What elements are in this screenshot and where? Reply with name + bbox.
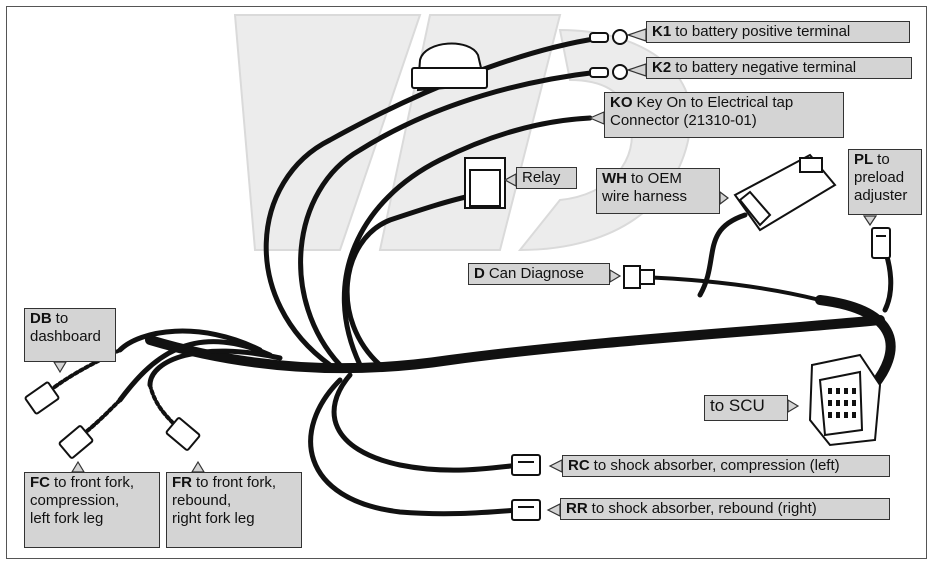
text-rc: to shock absorber, compression (left)	[593, 457, 840, 474]
text2-db: dashboard	[30, 328, 101, 345]
code-fr: FR	[172, 474, 192, 491]
wh-connector-icon	[733, 153, 837, 232]
pl-connector-icon	[871, 227, 891, 259]
scu-connector-icon	[808, 353, 882, 447]
d-cable	[638, 275, 872, 317]
db-connector-icon	[24, 381, 60, 415]
rc-cable	[331, 372, 523, 473]
text2-fc: compression,	[30, 492, 120, 509]
fr-cable	[147, 348, 283, 388]
text-scu: to SCU	[710, 396, 765, 415]
text3-fr: right fork leg	[172, 510, 255, 527]
fc-cable-dotted	[80, 398, 122, 437]
text-fc: to front fork,	[54, 474, 135, 491]
text2-fr: rebound,	[172, 492, 232, 509]
d-connector-icon	[623, 265, 655, 289]
text3-pl: adjuster	[854, 187, 908, 204]
fr-cable-dotted	[148, 383, 180, 430]
text2-ko: Connector (21310-01)	[610, 112, 757, 129]
diagram-border	[6, 6, 927, 559]
code-ko: KO	[610, 94, 633, 111]
text-rr: to shock absorber, rebound (right)	[591, 500, 817, 517]
text-k2: to battery negative terminal	[675, 59, 857, 76]
fr-connector-icon	[165, 417, 201, 451]
rr-cable	[308, 377, 521, 517]
code-rr: RR	[566, 500, 588, 517]
k2-cable	[298, 69, 601, 368]
text2-wh: wire harness	[602, 188, 688, 205]
k1-cable	[263, 35, 603, 368]
code-k1: K1	[652, 23, 672, 40]
code-db: DB	[30, 310, 52, 327]
fc-connector-icon	[58, 425, 94, 459]
label-pointers	[52, 28, 878, 517]
text2-pl: preload	[854, 169, 905, 186]
rr-connector-icon	[511, 499, 541, 521]
rc-connector-icon	[511, 454, 541, 476]
text-pl: to	[877, 151, 890, 168]
text-wh: to OEM	[631, 170, 682, 187]
wh-cable	[697, 212, 748, 298]
text3-fc: left fork leg	[30, 510, 104, 527]
label-scu: to SCU	[704, 395, 788, 421]
text-d: Can Diagnose	[488, 265, 584, 282]
text-k1: to battery positive terminal	[675, 23, 851, 40]
db-cable	[117, 328, 263, 353]
relay-cable	[344, 192, 478, 368]
text-ko: Key On to Electrical tap	[636, 94, 794, 111]
ko-cable	[341, 115, 593, 368]
code-pl: PL	[854, 151, 874, 168]
relay-icon	[464, 157, 506, 209]
fuse-holder-icon	[411, 42, 488, 92]
code-fc: FC	[30, 474, 50, 491]
fc-cable	[117, 339, 273, 403]
code-rc: RC	[568, 457, 590, 474]
ring-terminals	[589, 29, 628, 80]
text-fr: to front fork,	[196, 474, 277, 491]
text-db: to	[55, 310, 69, 327]
main-cable	[145, 315, 885, 374]
text-relay: Relay	[522, 169, 561, 186]
label-relay: Relay	[516, 167, 577, 189]
code-wh: WH	[602, 170, 627, 187]
code-d: D	[474, 265, 485, 282]
code-k2: K2	[652, 59, 672, 76]
